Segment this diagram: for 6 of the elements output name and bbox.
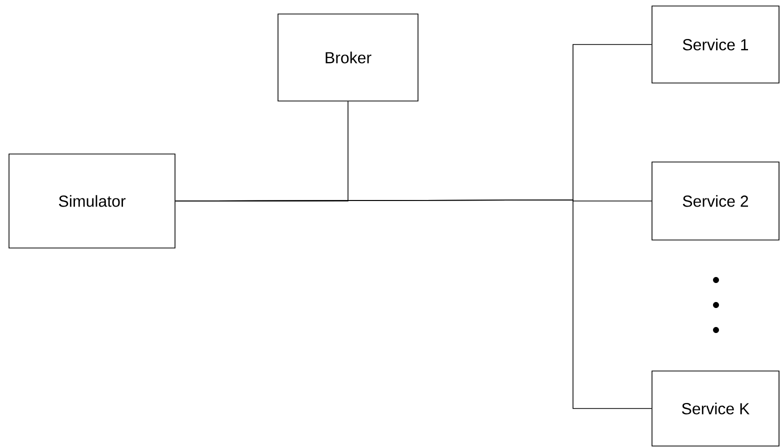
box: Service K [652, 370, 780, 446]
connector-line [175, 200, 652, 409]
box: Service 1 [652, 6, 780, 84]
box: Service 2 [652, 162, 780, 240]
box: Broker [278, 14, 418, 102]
box: Simulator [8, 154, 176, 248]
